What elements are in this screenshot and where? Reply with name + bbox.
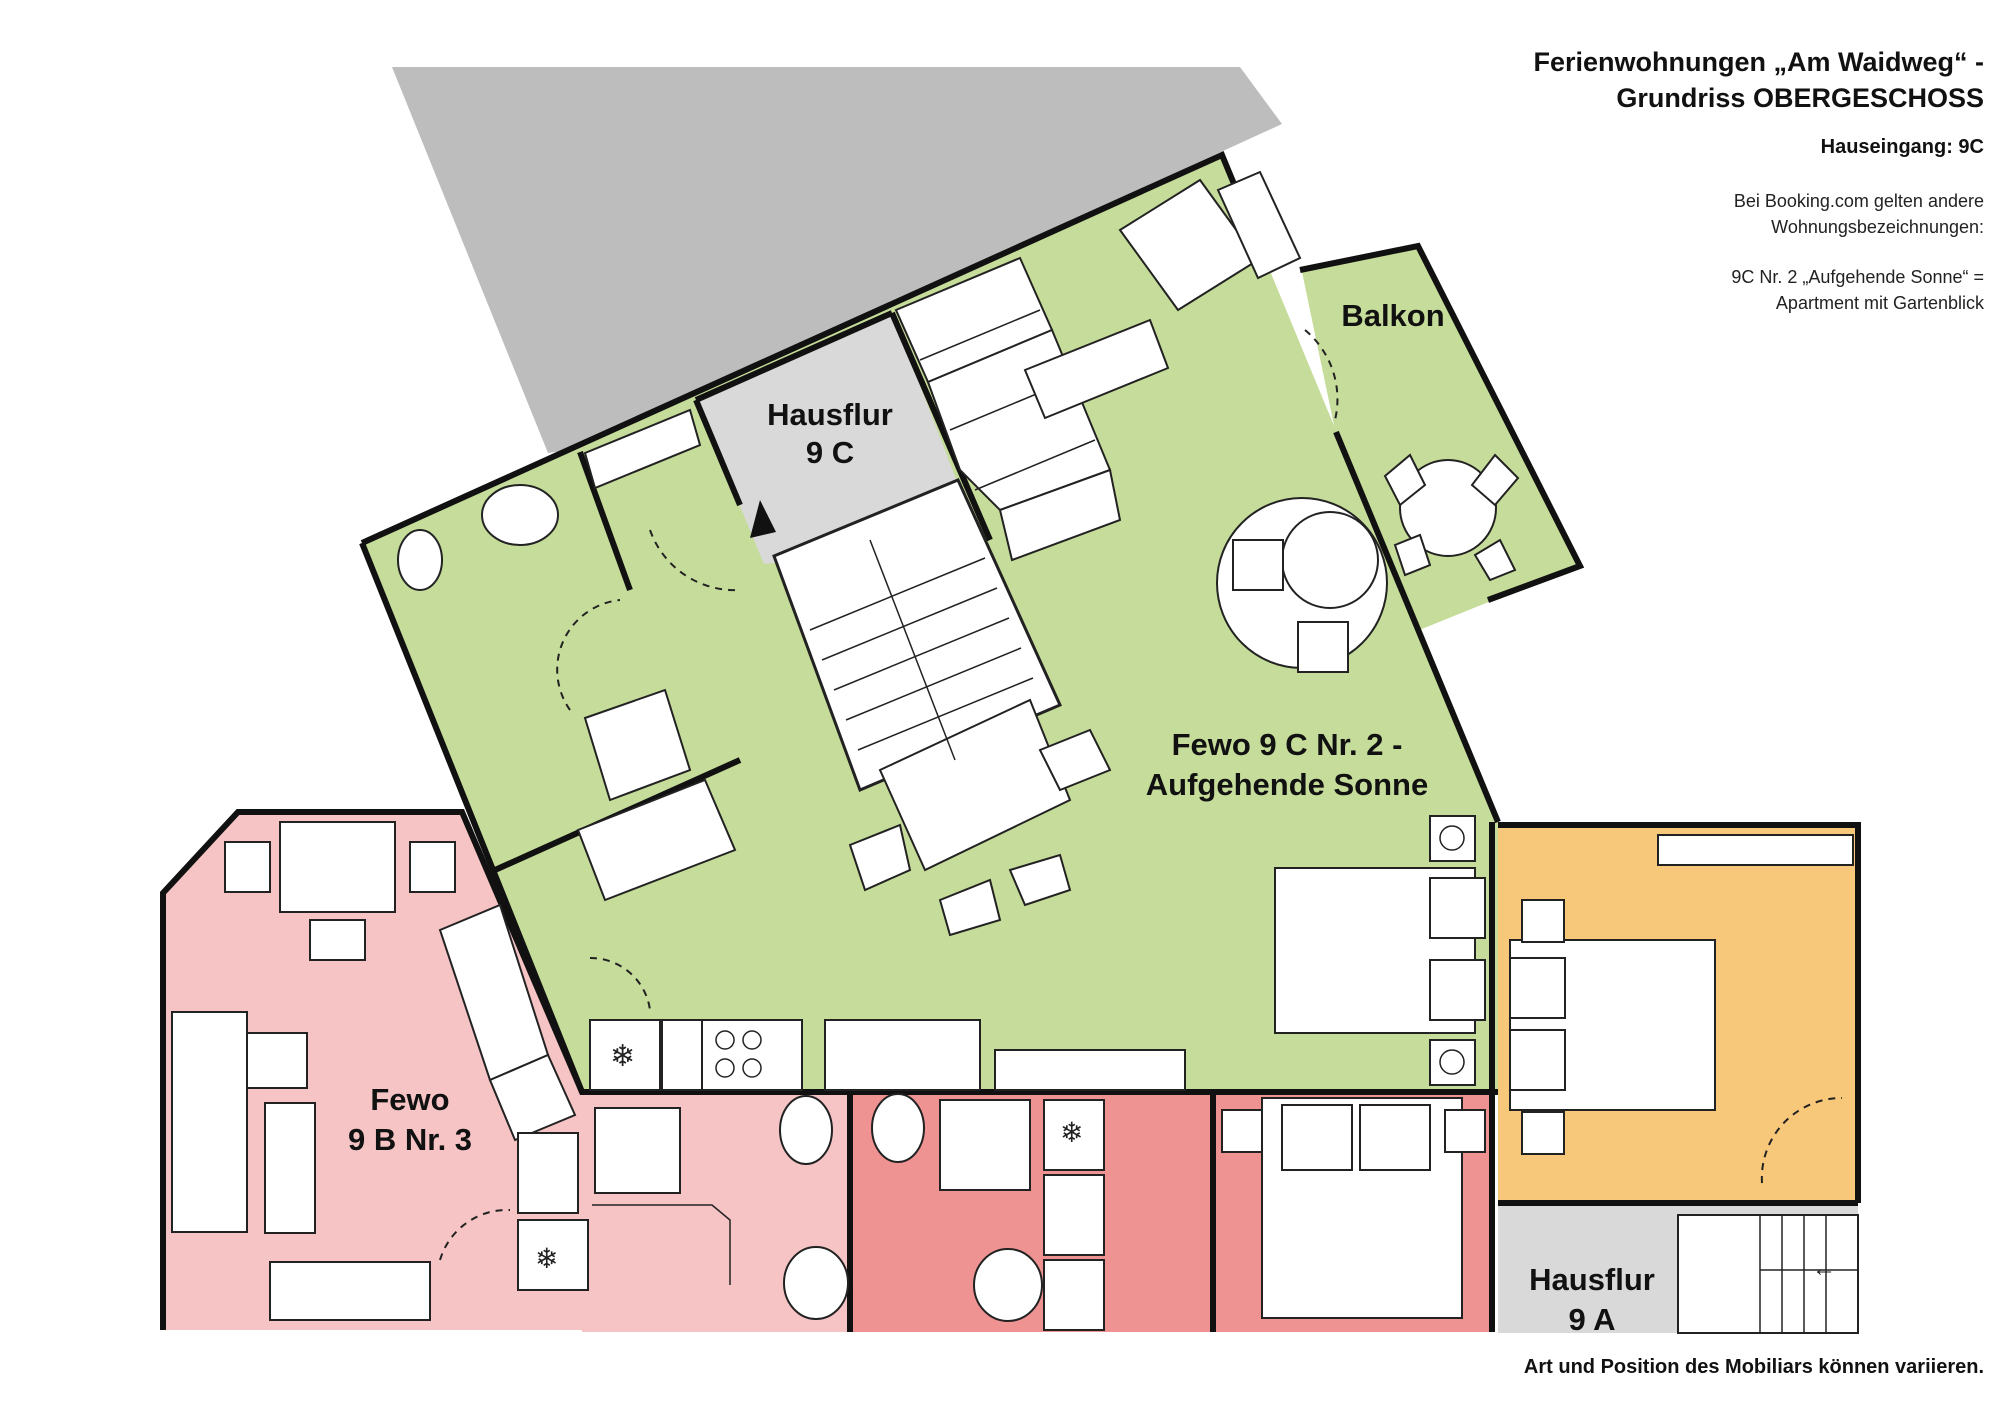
plan-title-line2: Grundriss OBERGESCHOSS bbox=[1616, 83, 1984, 113]
red-apartment-fixtures bbox=[871, 1093, 1486, 1331]
stair-steps-9c bbox=[809, 539, 1034, 761]
hallway-9c-label-line2: 9 C bbox=[806, 435, 854, 470]
fewo-9c-label-line1: Fewo 9 C Nr. 2 - bbox=[1172, 727, 1403, 762]
door-arc-kitchen bbox=[589, 956, 651, 1011]
wall-east-green bbox=[1333, 430, 1501, 824]
staircase-9c bbox=[772, 478, 1063, 792]
balcony-area bbox=[1302, 248, 1580, 635]
dining-table-set bbox=[848, 698, 1112, 937]
entrance-arrow-icon bbox=[750, 500, 776, 538]
coffee-table bbox=[1023, 318, 1170, 420]
balcony-label: Balkon bbox=[1341, 298, 1444, 333]
fewo-9b-label-line2: 9 B Nr. 3 bbox=[348, 1122, 472, 1157]
booking-note-line2: Wohnungsbezeichnungen: bbox=[1771, 217, 1984, 237]
armchair-window-2 bbox=[1216, 170, 1302, 280]
booking-mapping-line2: Apartment mit Gartenblick bbox=[1775, 293, 1984, 313]
stair-arrow-icon: ← bbox=[1812, 1255, 1836, 1282]
double-bed-green bbox=[1274, 815, 1486, 1086]
stair-steps-9a bbox=[1759, 1215, 1858, 1333]
plan-title: Ferienwohnungen „Am Waidweg“ - Grundriss… bbox=[1534, 44, 1985, 116]
snowflake-icon: ❄ bbox=[1060, 1117, 1083, 1148]
pink-bath-fixtures bbox=[592, 1095, 849, 1320]
furniture-disclaimer: Art und Position des Mobiliars können va… bbox=[1523, 1356, 1984, 1378]
pink-furniture bbox=[171, 821, 589, 1321]
wall-hallway-9c-right bbox=[889, 311, 993, 542]
gray-outside-area bbox=[392, 67, 1282, 453]
entrance-note: Hauseingang: 9C bbox=[1820, 136, 1984, 158]
door-arc-orange bbox=[1760, 1096, 1843, 1184]
booking-mapping-line1: 9C Nr. 2 „Aufgehende Sonne“ = bbox=[1731, 267, 1984, 287]
snowflake-icon: ❄ bbox=[535, 1243, 558, 1274]
wall-hallway-9c bbox=[694, 310, 894, 403]
plan-title-line1: Ferienwohnungen „Am Waidweg“ - bbox=[1533, 47, 1985, 77]
wall-bathroom-partition bbox=[577, 450, 633, 592]
wall-orange bbox=[1498, 822, 1861, 1203]
door-arc-hallway bbox=[649, 529, 741, 592]
bathroom-9c-fixtures bbox=[397, 408, 737, 902]
hallway-9c-area bbox=[696, 313, 958, 564]
staircase-9a bbox=[1677, 1214, 1859, 1334]
fewo-9c-label-line2: Aufgehende Sonne bbox=[1146, 767, 1428, 802]
hallway-9a-label-line2: 9 A bbox=[1568, 1302, 1615, 1337]
kitchen-row-green bbox=[589, 1019, 1186, 1091]
booking-note: Bei Booking.com gelten andere Wohnungsbe… bbox=[1734, 188, 1984, 240]
orange-apartment-fixtures bbox=[1509, 834, 1854, 1155]
balcony-table-set bbox=[1383, 453, 1520, 582]
wall-balcony bbox=[1299, 242, 1585, 603]
snowflake-icon: ❄ bbox=[610, 1040, 635, 1073]
booking-note-line1: Bei Booking.com gelten andere bbox=[1733, 191, 1984, 211]
hallway-9c-label-line1: Hausflur bbox=[767, 397, 893, 432]
wall-hallway-9c-left bbox=[693, 398, 743, 507]
fewo-9b-label-line1: Fewo bbox=[370, 1082, 449, 1117]
round-table-set bbox=[1216, 497, 1388, 673]
door-arc-bathroom bbox=[556, 599, 621, 711]
hallway-9a-label-line1: Hausflur bbox=[1529, 1262, 1655, 1297]
wall-pink-apartment bbox=[160, 809, 585, 1330]
booking-mapping: 9C Nr. 2 „Aufgehende Sonne“ = Apartment … bbox=[1731, 264, 1984, 316]
door-arc-pink bbox=[439, 1208, 511, 1261]
